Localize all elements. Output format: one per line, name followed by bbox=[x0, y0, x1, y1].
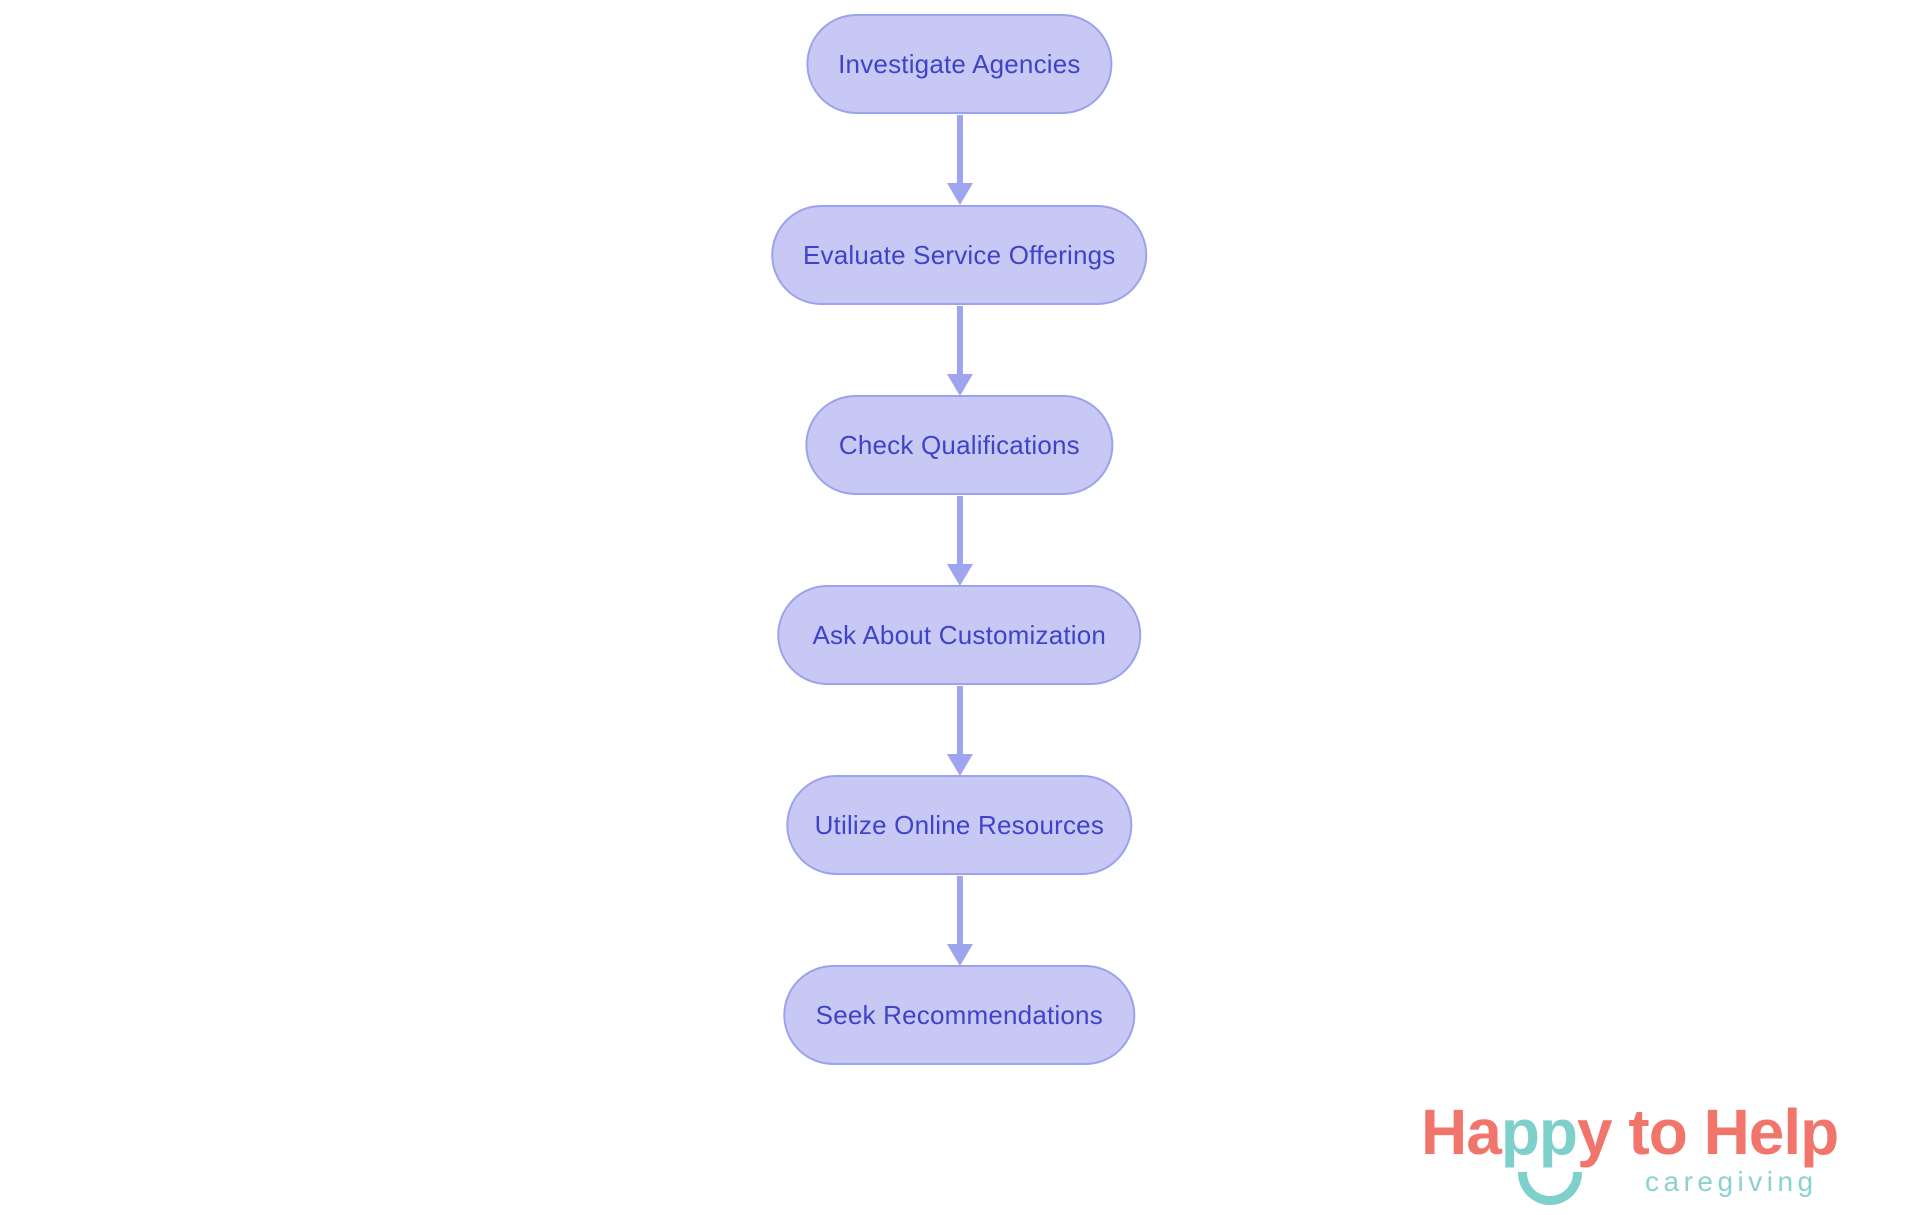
flow-arrow-0-1 bbox=[946, 115, 973, 205]
flow-node-check-qualifications: Check Qualifications bbox=[805, 395, 1114, 495]
arrow-shaft bbox=[956, 876, 963, 944]
flow-node-label: Evaluate Service Offerings bbox=[802, 239, 1116, 270]
arrow-head-icon bbox=[946, 944, 973, 966]
flow-node-label: Investigate Agencies bbox=[838, 48, 1081, 79]
flow-node-ask-about-customization: Ask About Customization bbox=[777, 585, 1142, 685]
flow-node-evaluate-service-offerings: Evaluate Service Offerings bbox=[771, 205, 1148, 305]
logo-text-to: to bbox=[1611, 1096, 1704, 1168]
arrow-shaft bbox=[956, 686, 963, 754]
arrow-head-icon bbox=[946, 564, 973, 586]
flow-node-label: Utilize Online Resources bbox=[814, 809, 1105, 840]
flow-node-utilize-online-resources: Utilize Online Resources bbox=[786, 775, 1133, 875]
flow-arrow-3-4 bbox=[946, 686, 973, 776]
arrow-shaft bbox=[956, 115, 963, 183]
logo-subtitle: caregiving bbox=[1645, 1166, 1818, 1197]
flow-arrow-1-2 bbox=[946, 306, 973, 396]
flow-arrow-2-3 bbox=[946, 496, 973, 586]
flow-node-label: Ask About Customization bbox=[812, 619, 1107, 650]
flow-node-investigate-agencies: Investigate Agencies bbox=[806, 14, 1113, 114]
arrow-head-icon bbox=[946, 183, 973, 205]
flow-node-label: Seek Recommendations bbox=[815, 999, 1103, 1030]
logo-text-pp: pp bbox=[1500, 1096, 1578, 1168]
flow-arrow-4-5 bbox=[946, 876, 973, 966]
logo-text-ha: Ha bbox=[1421, 1096, 1502, 1168]
happy-to-help-logo: Happy to Help caregiving bbox=[1421, 1100, 1891, 1210]
arrow-head-icon bbox=[946, 754, 973, 776]
logo-text-y: y bbox=[1577, 1096, 1613, 1168]
flow-node-label: Check Qualifications bbox=[838, 429, 1080, 460]
smile-icon bbox=[1518, 1172, 1582, 1205]
logo-text-help: Help bbox=[1703, 1096, 1840, 1168]
logo-wordmark: Happy to Help bbox=[1421, 1100, 1891, 1164]
arrow-shaft bbox=[956, 496, 963, 564]
arrow-shaft bbox=[956, 306, 963, 374]
arrow-head-icon bbox=[946, 374, 973, 396]
flow-node-seek-recommendations: Seek Recommendations bbox=[783, 965, 1136, 1065]
